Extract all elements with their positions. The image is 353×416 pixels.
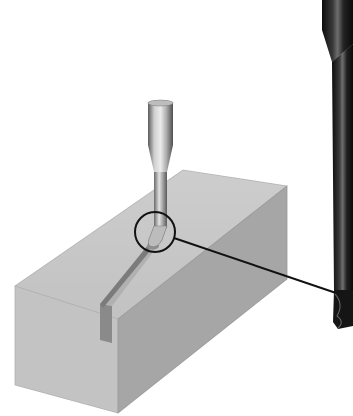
workpiece-block xyxy=(15,170,287,413)
end-mill-shank xyxy=(322,0,353,30)
cutter-taper xyxy=(148,145,173,172)
slot-front-opening xyxy=(100,304,112,343)
cutter-shank xyxy=(148,103,173,145)
magnified-end-mill xyxy=(322,0,353,329)
end-mill-highlight xyxy=(342,60,343,290)
cutter-neck xyxy=(154,172,167,228)
cutter-shank-top xyxy=(148,100,173,106)
